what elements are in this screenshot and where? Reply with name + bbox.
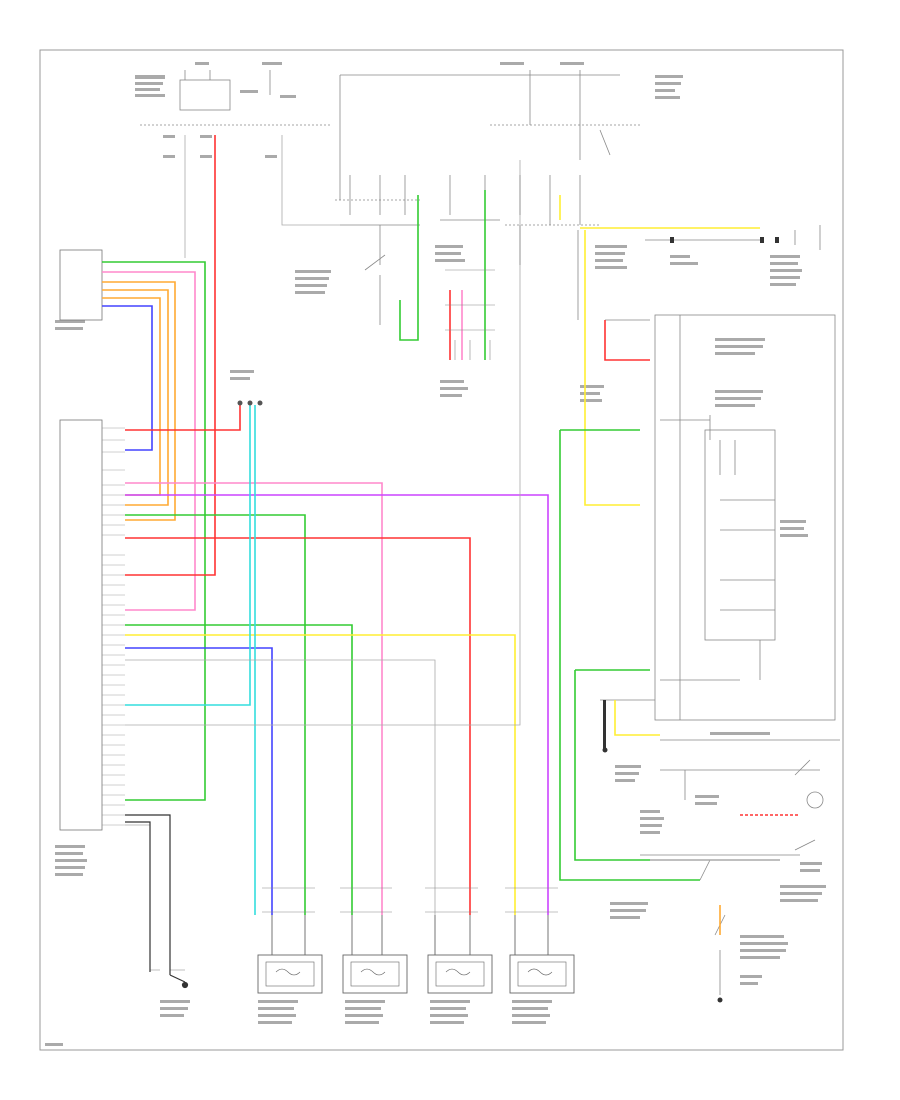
right-grounds — [602, 237, 779, 1003]
wire-green-2 — [125, 514, 306, 915]
diagram-border — [39, 49, 844, 1051]
splice-connector — [237, 400, 263, 406]
steering-angle-sensor-box — [59, 249, 103, 321]
connector-lines — [445, 269, 495, 360]
wire-orange-1 — [102, 281, 176, 521]
middle-colored-wires — [399, 190, 760, 506]
wire-red-3 — [125, 537, 471, 915]
sensor-rear-left — [509, 915, 575, 994]
wire-harness — [102, 135, 549, 915]
right-colored-wires — [559, 320, 800, 935]
sensor-front-right — [257, 915, 323, 994]
wire-red-main — [125, 135, 216, 576]
middle-switches — [335, 175, 600, 325]
module-pins — [102, 427, 125, 826]
abs-module-box — [654, 314, 836, 721]
wire-pink-2 — [125, 482, 383, 915]
wire-red-2 — [125, 405, 241, 431]
steering-ecu-box — [704, 429, 776, 641]
wire-orange-2 — [102, 289, 169, 506]
power-supply-section — [140, 70, 640, 200]
sensor-rear-right — [427, 915, 493, 994]
ground-wire-left — [125, 814, 189, 989]
wire-blue-1 — [102, 305, 153, 451]
sensor-front-left — [342, 915, 408, 994]
sensor-connector-ticks — [262, 887, 558, 913]
label-blocks — [45, 62, 826, 1046]
wire-violet-1 — [125, 494, 549, 915]
park-assist-control-module-box — [59, 419, 103, 831]
wire-green-3 — [125, 624, 353, 915]
wire-cyan-1 — [125, 405, 251, 706]
park-sensors — [257, 915, 575, 994]
wire-green-1 — [102, 261, 206, 801]
fuse-block-left — [179, 79, 231, 111]
wire-blue-2 — [125, 647, 273, 915]
right-modules — [600, 225, 840, 995]
wire-pink-1 — [102, 271, 196, 611]
wire-yellow-1 — [125, 634, 516, 915]
